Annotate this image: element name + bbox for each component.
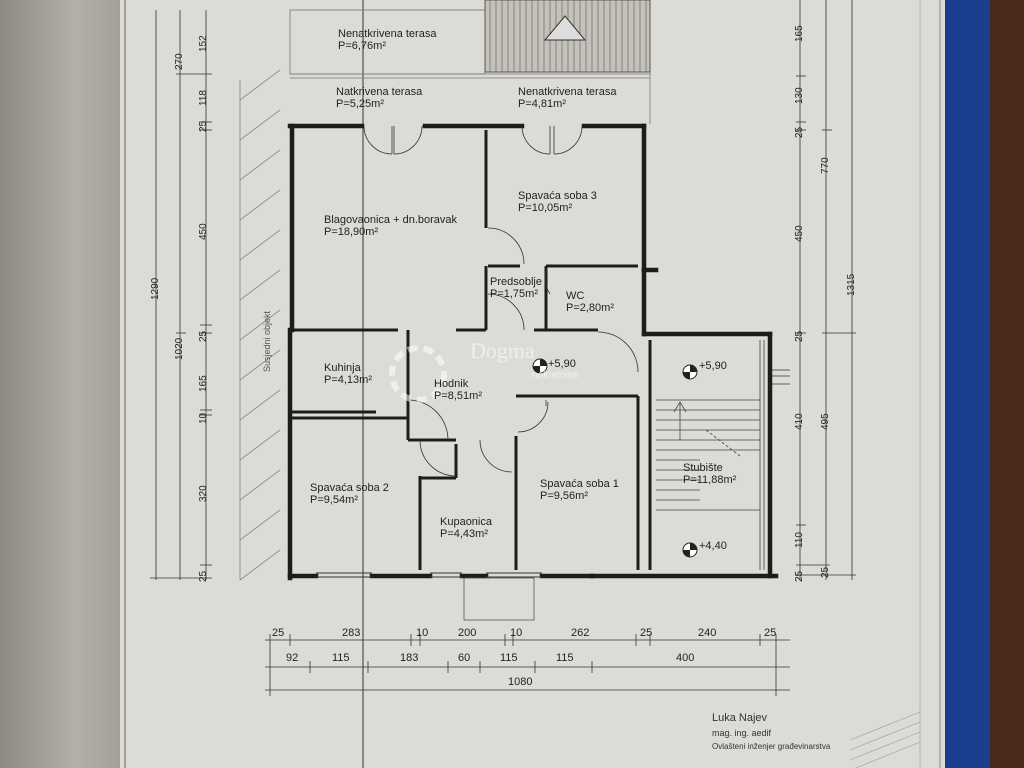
level-stair-top: +5,90: [699, 360, 727, 372]
dim-right-mid-3: 25: [820, 566, 831, 578]
dim-bottom-row2-4: 115: [500, 652, 518, 664]
dim-bottom-row1-8: 25: [764, 627, 777, 639]
dim-right-inner-2: 25: [794, 126, 805, 138]
neighbor-hatch: [239, 69, 281, 581]
dim-left-inner-6: 10: [198, 412, 209, 424]
dim-left-inner-1: 118: [198, 90, 209, 106]
dim-right-mid-1: 770: [820, 157, 831, 174]
dim-bottom-row2-1: 115: [332, 652, 350, 664]
signature-title: mag. ing. aedif: [712, 728, 772, 738]
dim-left-inner-3: 450: [198, 223, 209, 240]
dim-bottom-row2-6: 400: [676, 652, 695, 664]
blue-folder-edge: [945, 0, 990, 768]
dim-bottom-row1-1: 283: [342, 627, 361, 639]
dim-right-inner-7: 25: [794, 570, 805, 582]
level-center: +5,90: [548, 358, 576, 370]
dim-bottom-row2-2: 183: [400, 652, 419, 664]
dim-right-inner-6: 110: [794, 532, 805, 548]
left-dimension-lines: [150, 10, 212, 580]
bottom-dimension-lines: [265, 634, 790, 696]
dim-bottom-row2-5: 115: [556, 652, 574, 664]
dim-bottom-row2-3: 60: [458, 652, 471, 664]
signature-line3: Ovlašteni inženjer građevinarstva: [712, 742, 831, 751]
dim-left-inner-2: 25: [198, 120, 209, 132]
dim-bottom-row2-0: 92: [286, 652, 299, 664]
staircase: [656, 340, 765, 570]
stamp: [849, 711, 921, 768]
dim-bottom-row1-0: 25: [272, 627, 285, 639]
dim-left-outer: 1290: [150, 277, 161, 300]
dim-bottom-row1-7: 240: [698, 627, 717, 639]
dim-left-inner-0: 152: [198, 35, 209, 52]
table-surface: [990, 0, 1024, 768]
dim-right-mid-2: 495: [820, 413, 831, 430]
dim-left-inner-5: 165: [198, 375, 209, 392]
right-dimension-lines: [796, 0, 856, 580]
level-stair-bottom: +4,40: [699, 540, 727, 552]
roof-hatch: [484, 0, 651, 73]
dim-right-inner-1: 130: [794, 87, 805, 104]
dim-bottom-row1-2: 10: [416, 627, 429, 639]
dim-left-inner-4: 25: [198, 330, 209, 342]
neighbor-label: Susjedni objekt: [262, 310, 272, 372]
dim-left-inner-8: 25: [198, 570, 209, 582]
dim-right-inner-4: 25: [794, 330, 805, 342]
dim-left-mid-1: 270: [174, 53, 185, 70]
dim-bottom-row1-6: 25: [640, 627, 653, 639]
watermark-sub: nekretnine: [532, 370, 579, 381]
dim-bottom-row1-4: 10: [510, 627, 523, 639]
dim-bottom-total: 1080: [508, 676, 533, 688]
right-railing: [772, 369, 790, 385]
watermark-brand: Dogma: [470, 338, 535, 363]
dim-left-mid-2: 1020: [174, 337, 185, 360]
dim-bottom-row1-3: 200: [458, 627, 477, 639]
watermark-logo: [389, 345, 447, 403]
dim-left-inner-7: 320: [198, 485, 209, 502]
dim-right-inner-0: 165: [794, 25, 805, 42]
level-markers: [532, 358, 698, 558]
left-page: [0, 0, 125, 768]
dim-right-inner-5: 410: [794, 413, 805, 430]
bottom-windows: [316, 572, 542, 621]
exterior-walls: [287, 123, 779, 581]
signature-name: Luka Najev: [712, 712, 768, 724]
dim-bottom-row1-5: 262: [571, 627, 590, 639]
dim-right-inner-3: 450: [794, 225, 805, 242]
doors: [363, 125, 639, 477]
dim-right-outer: 1315: [846, 273, 857, 296]
